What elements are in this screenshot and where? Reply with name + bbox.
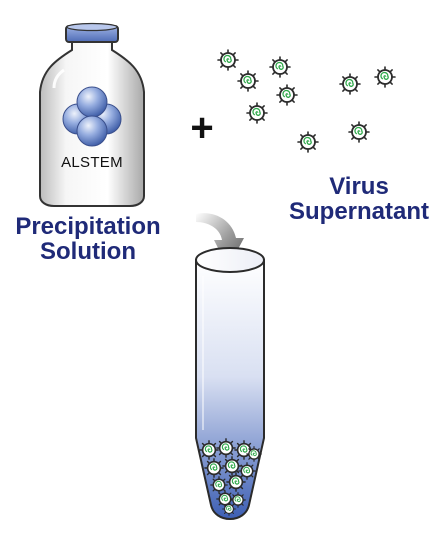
plus-sign: + (190, 106, 214, 150)
precipitation-beads (62, 86, 122, 147)
precipitation-label-line1: Precipitation (15, 213, 161, 240)
bottle-cap (65, 22, 119, 43)
precipitation-label-line2: Solution (40, 238, 136, 265)
virus-supernatant-label: Virus Supernatant (276, 174, 442, 224)
precipitation-solution-label: Precipitation Solution (0, 214, 176, 264)
virus-label-line1: Virus (329, 173, 389, 200)
bottle-label: ALSTEM (61, 154, 123, 171)
virus-label-line2: Supernatant (288, 198, 429, 225)
virus-particles (217, 49, 396, 153)
